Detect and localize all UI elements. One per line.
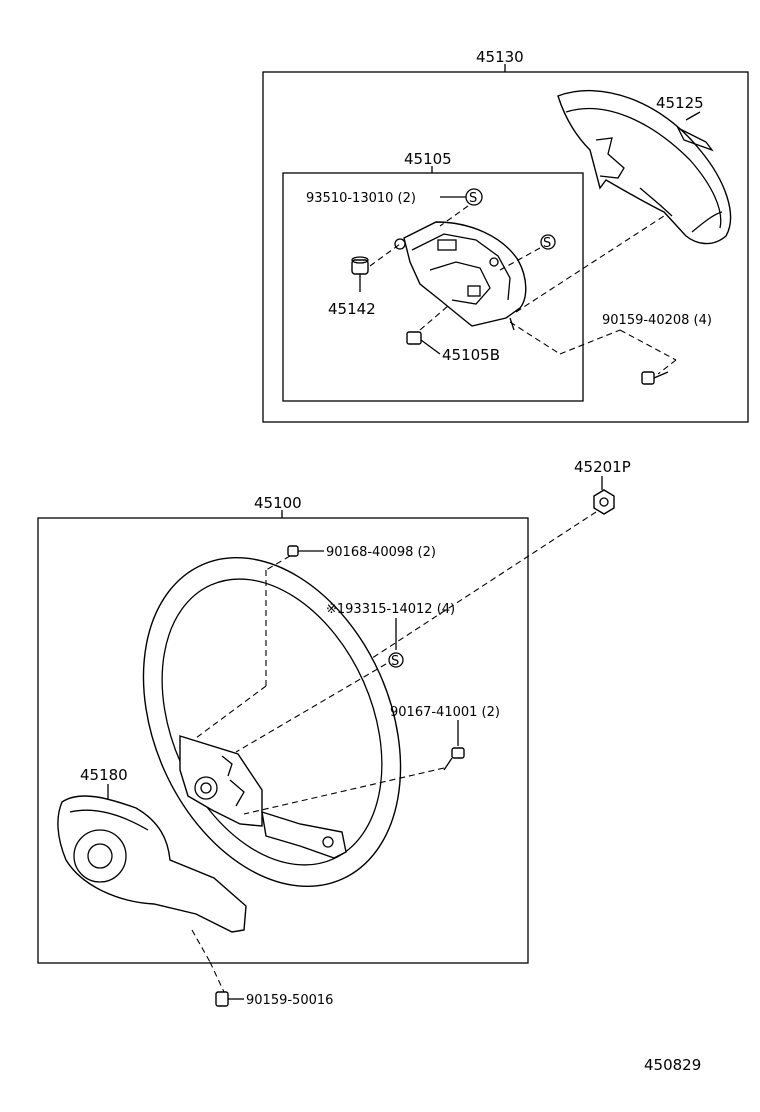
- label-90167-41001: 90167-41001 (2): [390, 705, 500, 720]
- label-45125: 45125: [656, 94, 704, 112]
- horn-button-pad: [557, 89, 732, 245]
- standard-part-symbol: [465, 188, 483, 206]
- label-90159-40208: 90159-40208 (4): [602, 313, 712, 328]
- svg-text:S: S: [543, 236, 551, 251]
- label-90168-40098: 90168-40098 (2): [326, 545, 436, 560]
- screw-90159-50016: [215, 991, 229, 1007]
- label-45201p: 45201P: [574, 458, 631, 476]
- label-93510-13010: 93510-13010 (2): [306, 191, 416, 206]
- nut-45201p: [593, 489, 615, 515]
- column-cover-45180: [57, 795, 247, 933]
- label-45105b: 45105B: [442, 346, 500, 364]
- screw-90168-40098: [287, 545, 299, 557]
- horn-contact-plate-part: [394, 221, 527, 331]
- label-90159-50016: 90159-50016: [246, 993, 333, 1008]
- screw-90167-41001: [443, 747, 465, 771]
- label-193315-14012: ※193315-14012 (4): [326, 602, 455, 617]
- bolt-90159-40208: [641, 371, 669, 385]
- svg-text:S: S: [391, 654, 399, 669]
- steering-wheel-box: [37, 517, 529, 964]
- label-45100: 45100: [254, 494, 302, 512]
- steering-wheel-hub: [179, 735, 347, 859]
- label-45180: 45180: [80, 766, 128, 784]
- label-45142: 45142: [328, 300, 376, 318]
- standard-part-symbol-2: [540, 234, 556, 250]
- part-45105b-nut: [406, 331, 422, 345]
- standard-part-symbol-3: [388, 652, 404, 668]
- label-45130: 45130: [476, 48, 524, 66]
- contact-plate-box: [282, 172, 584, 402]
- part-45142-cylinder: [351, 256, 369, 275]
- label-45105: 45105: [404, 150, 452, 168]
- svg-text:S: S: [469, 191, 477, 206]
- illustration-number: 450829: [644, 1056, 701, 1074]
